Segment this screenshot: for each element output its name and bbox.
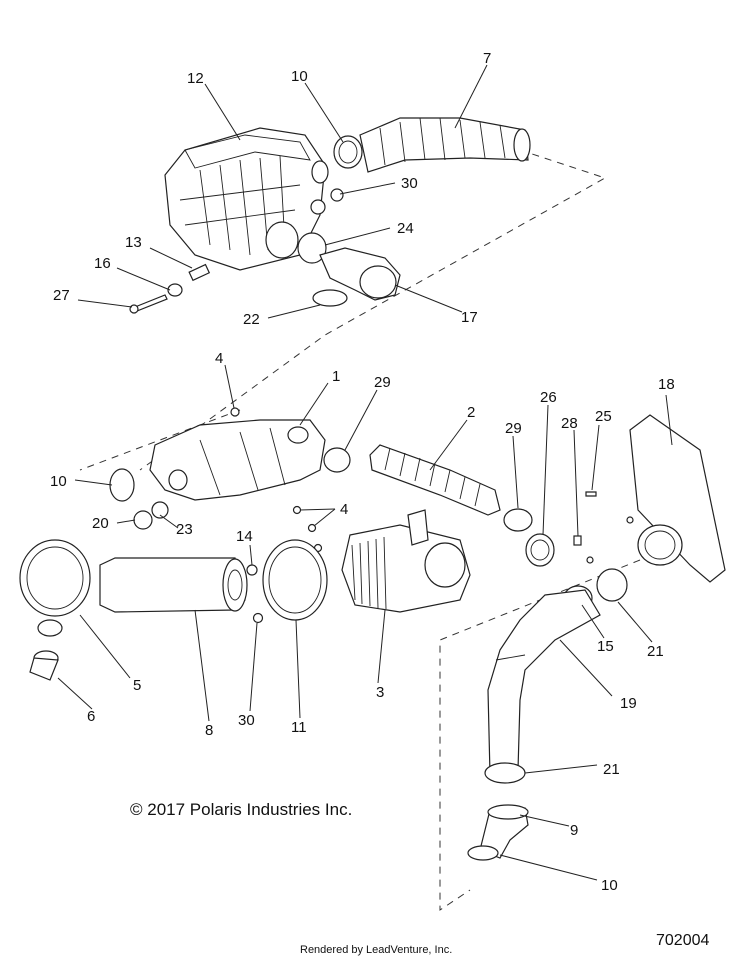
part-3-filter-housing [341, 509, 471, 613]
callout-21: 21 [647, 643, 664, 660]
part-19-duct [487, 589, 601, 776]
part-24-clamp [297, 232, 327, 264]
callout-15: 15 [597, 638, 614, 655]
callout-9: 9 [570, 822, 578, 839]
callout-23: 23 [176, 521, 193, 538]
callout-12: 12 [187, 70, 204, 87]
callout-25: 25 [595, 408, 612, 425]
part-10-clamp-top [333, 135, 363, 169]
callout-14: 14 [236, 528, 253, 545]
part-23-clamp [151, 501, 169, 519]
callout-1: 1 [332, 368, 340, 385]
callout-4: 4 [215, 350, 223, 367]
callout-10: 10 [50, 473, 67, 490]
part-27-bolt [129, 294, 168, 314]
leader-lines [57, 64, 673, 881]
callout-30: 30 [401, 175, 418, 192]
rendered-by-note: Rendered by LeadVenture, Inc. [300, 944, 453, 956]
callout-16: 16 [94, 255, 111, 272]
callout-10: 10 [601, 877, 618, 894]
part-2-flex-tube [369, 444, 501, 516]
part-26-coupler [525, 533, 555, 567]
callout-22: 22 [243, 311, 260, 328]
callout-24: 24 [397, 220, 414, 237]
part-6-drain-valve [29, 650, 59, 681]
part-1-resonator [149, 419, 326, 501]
callout-26: 26 [540, 389, 557, 406]
callout-6: 6 [87, 708, 95, 725]
callout-30: 30 [238, 712, 255, 729]
callout-3: 3 [376, 684, 384, 701]
callout-8: 8 [205, 722, 213, 739]
part-29-clamp-a [323, 447, 351, 473]
part-21-clamp-lower [484, 762, 526, 784]
callout-21: 21 [603, 761, 620, 778]
part-16-grommet [167, 283, 183, 297]
callout-29: 29 [374, 374, 391, 391]
part-8-filter-element [99, 557, 248, 613]
callout-19: 19 [620, 695, 637, 712]
part-4-grommet-top [230, 407, 240, 417]
part-20-cap [133, 510, 153, 530]
callout-28: 28 [561, 415, 578, 432]
part-7-intake-tube [359, 117, 531, 173]
part-18-bracket [626, 414, 726, 583]
callout-2: 2 [467, 404, 475, 421]
part-21-clamp-upper [596, 568, 628, 602]
callout-labels: 12 10 7 30 24 13 16 27 22 17 4 1 29 2 26… [50, 50, 675, 894]
callout-10: 10 [291, 68, 308, 85]
callout-20: 20 [92, 515, 109, 532]
part-10-clamp-lower [467, 845, 499, 861]
part-14-fitting [246, 564, 258, 576]
part-5-filter-cover [19, 539, 91, 637]
part-22-clamp [312, 289, 348, 307]
part-17-elbow-duct [319, 247, 401, 301]
part-10-clamp-mid [109, 468, 135, 502]
part-29-clamp-b [503, 508, 533, 532]
diagram-id: 702004 [656, 932, 710, 949]
callout-7: 7 [483, 50, 491, 67]
callout-5: 5 [133, 677, 141, 694]
part-30-fitting-top [310, 188, 344, 215]
callout-17: 17 [461, 309, 478, 326]
part-25-screw [585, 491, 597, 497]
callout-27: 27 [53, 287, 70, 304]
part-12-air-box [164, 127, 329, 271]
callout-11: 11 [291, 719, 307, 736]
callout-4: 4 [340, 501, 348, 518]
callout-13: 13 [125, 234, 142, 251]
part-28-nut [573, 535, 594, 564]
part-11-end-cap [262, 539, 328, 621]
part-9-adapter [479, 804, 529, 859]
part-13-spacer [188, 263, 211, 282]
copyright-notice: © 2017 Polaris Industries Inc. [130, 800, 353, 819]
part-30-fitting-mid [252, 612, 264, 624]
callout-29: 29 [505, 420, 522, 437]
callout-18: 18 [658, 376, 675, 393]
